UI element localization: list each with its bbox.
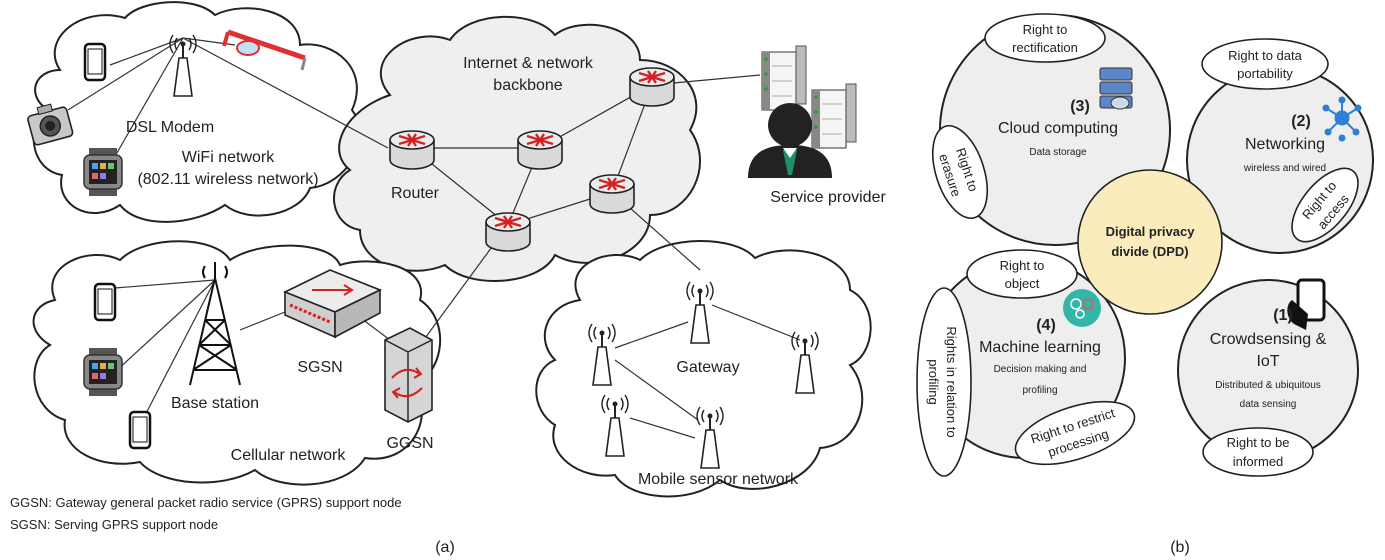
- sgsn-label: SGSN: [297, 359, 342, 376]
- networking-subtitle: wireless and wired: [1243, 163, 1326, 174]
- right-object-line1: Right to: [1000, 258, 1045, 273]
- service-provider-person-icon: [748, 103, 832, 178]
- smartphone-icon: [83, 42, 107, 82]
- right-rectification-line1: Right to: [1023, 22, 1068, 37]
- base-station-tower-icon: [189, 262, 241, 386]
- smartphone-icon: [93, 282, 117, 322]
- sensor-network-label: Mobile sensor network: [638, 471, 799, 488]
- service-provider-label: Service provider: [770, 189, 886, 206]
- right-profiling-line1: Rights in relation to: [944, 326, 959, 437]
- panel-a: DSL Modem WiFi network (802.11 wireless …: [10, 1, 886, 556]
- crowdsensing-title: Crowdsensing &: [1210, 331, 1327, 348]
- router-icon: [516, 129, 564, 171]
- ggsn-label: GGSN: [386, 435, 433, 452]
- dpd-center-subtitle: divide (DPD): [1111, 244, 1188, 259]
- router-icon: [628, 66, 676, 108]
- caption-b: (b): [1170, 539, 1190, 556]
- ggsn-server-icon: [384, 327, 433, 423]
- camera-icon: [27, 103, 74, 146]
- smart-glasses-icon: [222, 29, 307, 71]
- server-icon: [811, 83, 857, 149]
- caption-a: (a): [435, 539, 455, 556]
- right-erasure: Right to erasure: [931, 124, 989, 220]
- router-icon: [588, 173, 636, 215]
- footnote-ggsn: GGSN: Gateway general packet radio servi…: [10, 495, 402, 510]
- right-informed-line1: Right to be: [1227, 435, 1290, 450]
- server-icon: [761, 45, 807, 111]
- brain-head-icon: [1063, 289, 1101, 327]
- right-profiling-oval: [916, 287, 972, 477]
- crowdsensing-subtitle-2: data sensing: [1240, 399, 1297, 410]
- crowdsensing-number: (1): [1273, 307, 1293, 324]
- footnote-sgsn: SGSN: Serving GPRS support node: [10, 517, 218, 532]
- networking-title: Networking: [1245, 136, 1325, 153]
- right-rectification-oval: [984, 13, 1106, 63]
- ml-subtitle-2: profiling: [1022, 385, 1057, 396]
- crowdsensing-title-2: IoT: [1256, 353, 1279, 370]
- smartphone-icon: [128, 410, 152, 450]
- cellular-network-label: Cellular network: [231, 447, 347, 464]
- base-station-label: Base station: [171, 395, 259, 412]
- ml-number: (4): [1036, 317, 1056, 334]
- network-hub-icon: [1322, 96, 1362, 142]
- hand-phone-icon: [1287, 278, 1326, 330]
- router-icon: [388, 129, 436, 171]
- panel-b: Digital privacy divide (DPD) (3) Cloud c…: [916, 13, 1374, 556]
- right-rectification-line2: rectification: [1012, 40, 1078, 55]
- wifi-standard-label: (802.11 wireless network): [137, 171, 318, 188]
- backbone-title: Internet & network: [463, 55, 594, 72]
- right-object-oval: [966, 249, 1078, 299]
- right-erasure-oval: [931, 124, 989, 220]
- sgsn-switch-icon: [283, 269, 382, 339]
- database-icon: [1099, 67, 1133, 110]
- wifi-cloud: [32, 1, 362, 223]
- right-informed-line2: informed: [1233, 454, 1284, 469]
- right-access: Right to access: [1291, 167, 1359, 243]
- right-portability-line1: Right to data: [1228, 48, 1302, 63]
- crowdsensing-subtitle-1: Distributed & ubiquitous: [1215, 380, 1321, 391]
- dpd-center-circle: [1077, 169, 1223, 315]
- ml-title: Machine learning: [979, 339, 1101, 356]
- dsl-modem-label: DSL Modem: [126, 119, 214, 136]
- right-portability-line2: portability: [1237, 66, 1293, 81]
- backbone-subtitle: backbone: [493, 77, 562, 94]
- router-icon: [484, 211, 532, 253]
- right-portability-oval: [1201, 38, 1329, 90]
- cloud-computing-title: Cloud computing: [998, 120, 1118, 137]
- gateway-label: Gateway: [676, 359, 739, 376]
- wifi-network-label: WiFi network: [182, 149, 275, 166]
- right-object-line2: object: [1005, 276, 1040, 291]
- right-profiling: Rights in relation to profiling: [916, 287, 972, 477]
- cloud-computing-number: (3): [1070, 98, 1090, 115]
- dpd-center-title: Digital privacy: [1106, 224, 1196, 239]
- right-informed-oval: [1202, 427, 1314, 477]
- cloud-computing-subtitle: Data storage: [1029, 147, 1087, 158]
- smartwatch-icon: [83, 147, 123, 197]
- right-profiling-line2: profiling: [926, 359, 941, 405]
- backbone-cloud: [333, 15, 701, 282]
- ml-subtitle-1: Decision making and: [994, 364, 1087, 375]
- router-label: Router: [391, 185, 440, 202]
- smartwatch-icon: [83, 347, 123, 397]
- right-access-oval: [1291, 167, 1359, 243]
- right-restrict-oval: [1014, 400, 1136, 466]
- networking-number: (2): [1291, 113, 1311, 130]
